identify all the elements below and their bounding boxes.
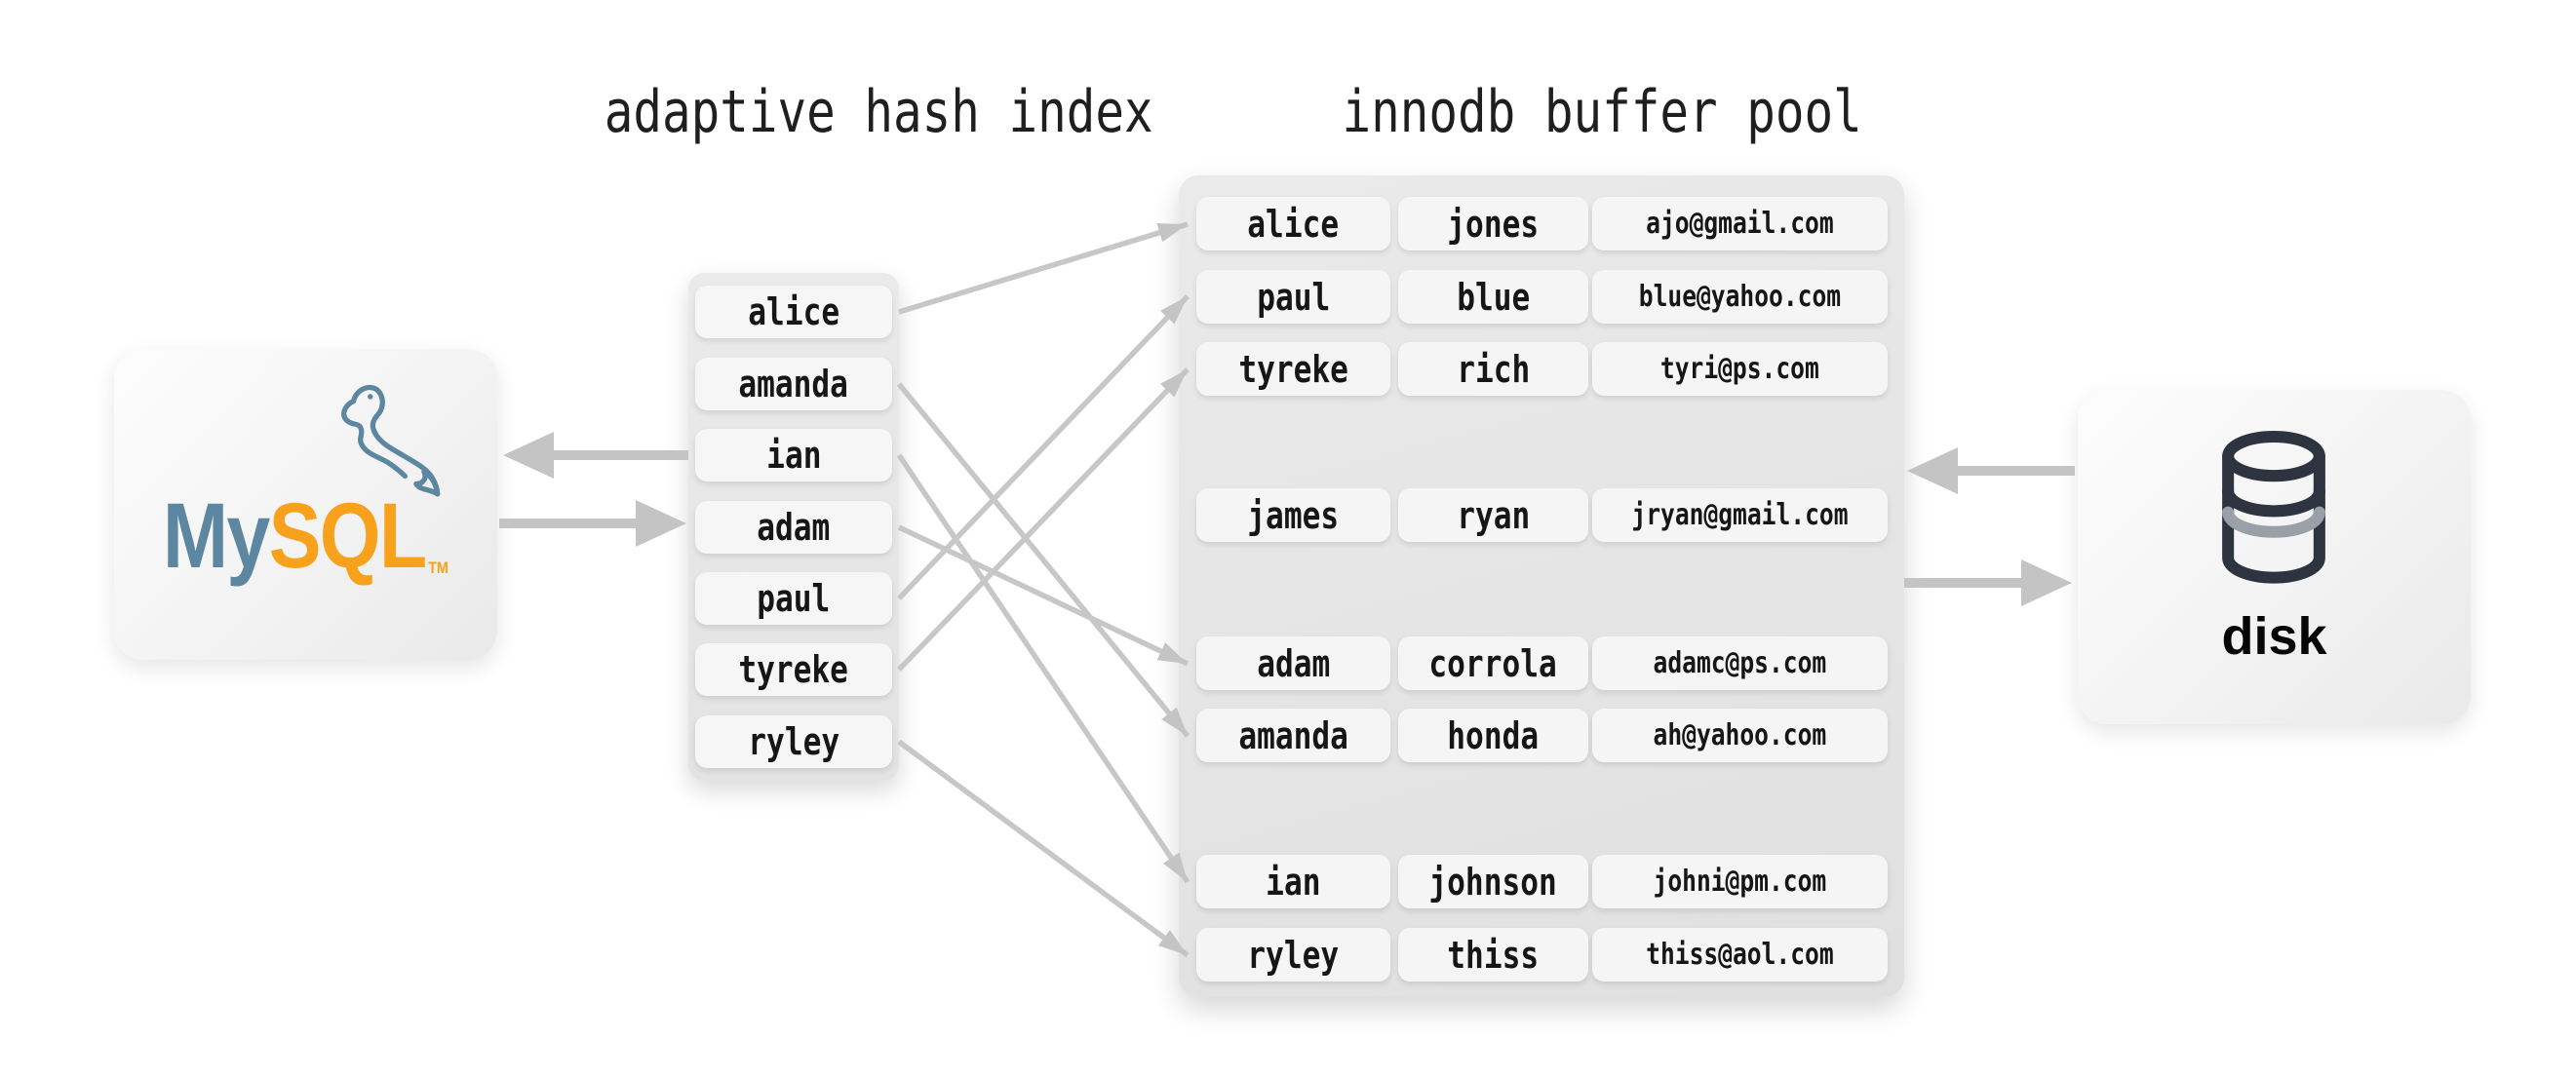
cell-text: adamc@ps.com	[1653, 646, 1827, 680]
hash-entry: ian	[695, 429, 892, 481]
hash-index-title-text: adaptive hash index	[604, 78, 1153, 146]
buffer-disk-arrows	[1904, 447, 2075, 606]
hash-entry: alice	[695, 286, 892, 338]
buffer-cell-email: adamc@ps.com	[1592, 636, 1888, 690]
buffer-cell-last-name: thiss	[1398, 928, 1588, 982]
hash-entry: paul	[695, 572, 892, 625]
buffer-row: paul blue blue@yahoo.com	[1179, 270, 1904, 324]
buffer-cell-first-name: tyreke	[1196, 342, 1390, 396]
buffer-cell-first-name: adam	[1196, 636, 1390, 690]
cell-text: ajo@gmail.com	[1646, 207, 1834, 241]
cell-text: ah@yahoo.com	[1653, 718, 1827, 752]
hash-index-title: adaptive hash index	[544, 80, 1153, 144]
buffer-cell-first-name: ian	[1196, 855, 1390, 908]
cell-text: johni@pm.com	[1653, 865, 1827, 899]
cell-text: alice	[1247, 202, 1340, 246]
mysql-trademark: TM	[428, 558, 449, 577]
buffer-row: ryley thiss thiss@aol.com	[1179, 928, 1904, 982]
hash-entry-label: alice	[748, 290, 839, 333]
mysql-dolphin-icon	[341, 384, 441, 497]
cell-text: ian	[1266, 860, 1321, 904]
hash-entry: amanda	[695, 358, 892, 410]
buffer-row: james ryan jryan@gmail.com	[1179, 488, 1904, 542]
link-amanda	[896, 382, 1190, 738]
buffer-pool-title-text: innodb buffer pool	[1342, 78, 1862, 146]
cell-text: thiss	[1447, 933, 1540, 977]
cell-text: thiss@aol.com	[1646, 938, 1834, 972]
cell-text: james	[1247, 493, 1340, 537]
arrowhead-right-icon	[2021, 559, 2072, 606]
cell-text: honda	[1447, 713, 1540, 757]
link-paul	[897, 294, 1190, 600]
cell-text: jryan@gmail.com	[1631, 498, 1849, 532]
link-tyreke	[897, 367, 1190, 672]
mysql-wordmark-my: My	[162, 484, 270, 588]
buffer-cell-last-name: honda	[1398, 709, 1588, 762]
link-alice	[898, 221, 1189, 315]
hash-buffer-links	[896, 221, 1190, 958]
hash-entry-label: adam	[757, 506, 831, 549]
disk-node: disk	[2078, 390, 2471, 724]
cell-text: ryan	[1456, 493, 1531, 537]
buffer-cell-last-name: blue	[1398, 270, 1588, 324]
cell-text: jones	[1447, 202, 1540, 246]
buffer-row: amanda honda ah@yahoo.com	[1179, 709, 1904, 762]
hash-entry: ryley	[695, 715, 892, 768]
link-adam	[897, 524, 1190, 667]
hash-entry-label: ryley	[748, 720, 839, 763]
cell-text: adam	[1256, 641, 1331, 685]
buffer-row: ian johnson johni@pm.com	[1179, 855, 1904, 908]
buffer-cell-email: ah@yahoo.com	[1592, 709, 1888, 762]
arrowhead-left-icon	[503, 432, 554, 479]
cell-text: paul	[1256, 275, 1331, 319]
hash-index-panel: alice amanda ian adam paul tyreke ryley	[688, 273, 899, 781]
cell-text: ryley	[1247, 933, 1340, 977]
buffer-cell-last-name: ryan	[1398, 488, 1588, 542]
cell-text: corrola	[1428, 641, 1558, 685]
buffer-cell-email: johni@pm.com	[1592, 855, 1888, 908]
buffer-row: alice jones ajo@gmail.com	[1179, 197, 1904, 250]
buffer-row: tyreke rich tyri@ps.com	[1179, 342, 1904, 396]
buffer-cell-email: jryan@gmail.com	[1592, 488, 1888, 542]
buffer-cell-email: blue@yahoo.com	[1592, 270, 1888, 324]
hash-entry: adam	[695, 501, 892, 554]
cell-text: blue	[1456, 275, 1531, 319]
buffer-pool-panel: alice jones ajo@gmail.com paul blue blue…	[1179, 175, 1904, 997]
link-ryley	[897, 739, 1190, 958]
buffer-cell-first-name: james	[1196, 488, 1390, 542]
cell-text: tyri@ps.com	[1660, 352, 1819, 386]
cell-text: rich	[1456, 347, 1531, 391]
buffer-cell-last-name: rich	[1398, 342, 1588, 396]
buffer-pool-title: innodb buffer pool	[1285, 80, 1862, 144]
buffer-cell-first-name: amanda	[1196, 709, 1390, 762]
buffer-cell-last-name: corrola	[1398, 636, 1588, 690]
cell-text: tyreke	[1238, 347, 1348, 391]
mysql-hash-arrows	[499, 432, 688, 547]
buffer-cell-email: ajo@gmail.com	[1592, 197, 1888, 250]
hash-entry-label: tyreke	[738, 648, 849, 691]
buffer-cell-first-name: alice	[1196, 197, 1390, 250]
buffer-row: adam corrola adamc@ps.com	[1179, 636, 1904, 690]
cell-text: johnson	[1428, 860, 1558, 904]
disk-label: disk	[2221, 607, 2327, 666]
buffer-cell-first-name: ryley	[1196, 928, 1390, 982]
hash-entry-label: amanda	[738, 363, 849, 405]
buffer-cell-email: tyri@ps.com	[1592, 342, 1888, 396]
hash-entry-label: ian	[765, 434, 822, 477]
hash-entry-label: paul	[757, 577, 831, 620]
mysql-wordmark-sql: SQL	[268, 484, 428, 588]
cell-text: blue@yahoo.com	[1638, 280, 1842, 314]
cell-text: amanda	[1238, 713, 1348, 757]
buffer-cell-last-name: johnson	[1398, 855, 1588, 908]
hash-entry: tyreke	[695, 643, 892, 696]
buffer-cell-last-name: jones	[1398, 197, 1588, 250]
database-cylinder-icon	[2222, 431, 2325, 584]
buffer-cell-email: thiss@aol.com	[1592, 928, 1888, 982]
arrowhead-right-icon	[636, 500, 686, 547]
link-ian	[896, 453, 1190, 884]
arrowhead-left-icon	[1907, 447, 1958, 494]
buffer-cell-first-name: paul	[1196, 270, 1390, 324]
